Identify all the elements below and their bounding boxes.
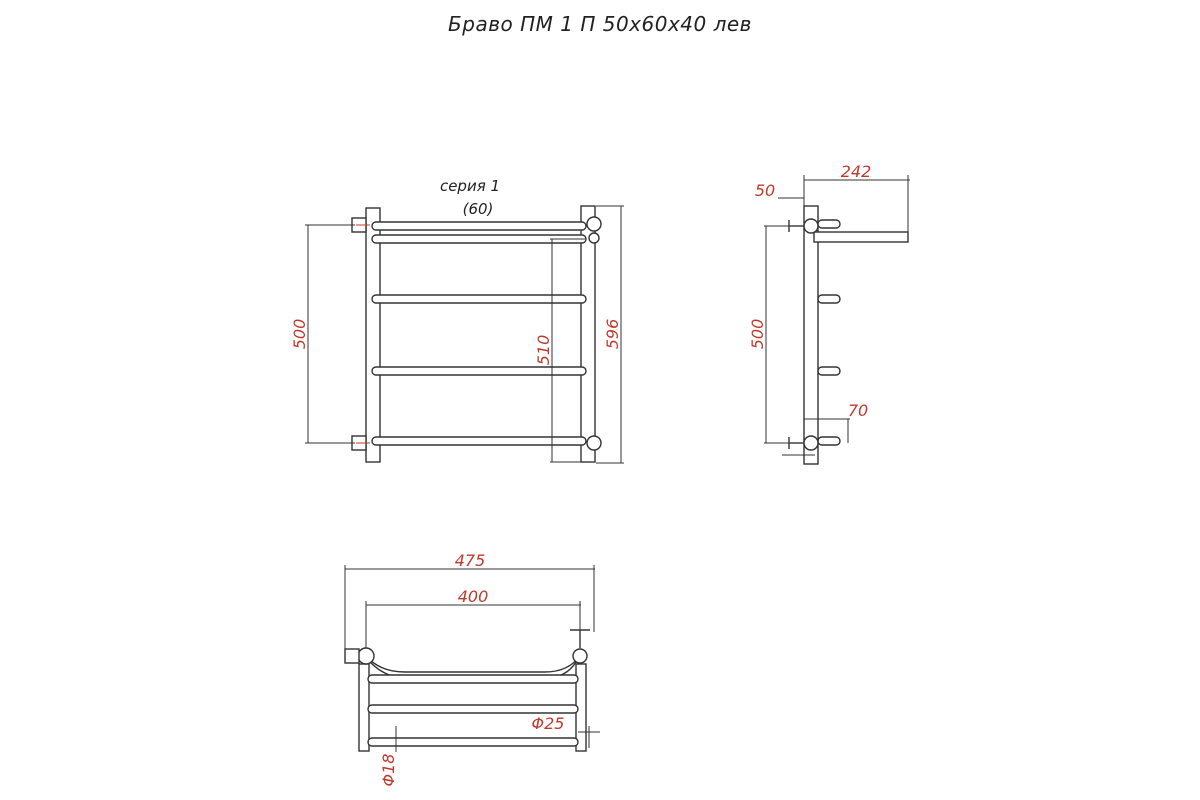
wall-mount — [586, 216, 602, 232]
top-dim-475: 475 — [455, 551, 486, 570]
side-mount — [803, 218, 819, 234]
rung — [367, 704, 579, 714]
joint — [357, 647, 375, 665]
front-dim-596: 596 — [603, 319, 622, 350]
rung-stub — [817, 366, 841, 376]
top-dim-rung: Φ18 — [379, 754, 398, 787]
drawing-title: Браво ПМ 1 П 50x60x40 лев — [448, 12, 752, 36]
wall-mount — [586, 435, 602, 451]
rung — [371, 221, 587, 231]
wall-mount — [588, 232, 600, 244]
rung-stub — [817, 436, 841, 446]
rung — [371, 294, 587, 304]
series-label: серия 1 — [440, 177, 500, 195]
side-shelf — [813, 231, 909, 243]
side-dim-70: 70 — [848, 401, 868, 420]
rung — [371, 366, 587, 376]
side-dim-50: 50 — [755, 181, 775, 200]
rung — [371, 234, 587, 244]
top-view: 475 400 Φ25 Φ18 — [344, 551, 600, 787]
side-dim-242: 242 — [841, 162, 872, 181]
top-dim-400: 400 — [458, 587, 489, 606]
joint — [572, 648, 588, 664]
rung — [367, 737, 579, 747]
rung — [367, 674, 579, 684]
rung-stub — [817, 219, 841, 229]
series-sub-label: (60) — [463, 200, 494, 218]
side-mount — [803, 435, 819, 451]
side-view: 242 50 500 70 — [748, 162, 910, 465]
side-dim-500: 500 — [748, 319, 767, 350]
front-dim-510: 510 — [534, 335, 553, 366]
top-left-post — [358, 663, 370, 752]
side-vertical-pipe — [803, 205, 819, 465]
connection-fitting — [344, 648, 360, 664]
front-view: серия 1 (60) 500 510 5 — [290, 177, 624, 464]
front-left-pipe — [365, 207, 381, 463]
top-dim-pipe: Φ25 — [532, 714, 565, 733]
rung — [371, 436, 587, 446]
rung-stub — [817, 294, 841, 304]
front-dim-500: 500 — [290, 319, 309, 350]
front-right-pipe — [580, 205, 596, 463]
